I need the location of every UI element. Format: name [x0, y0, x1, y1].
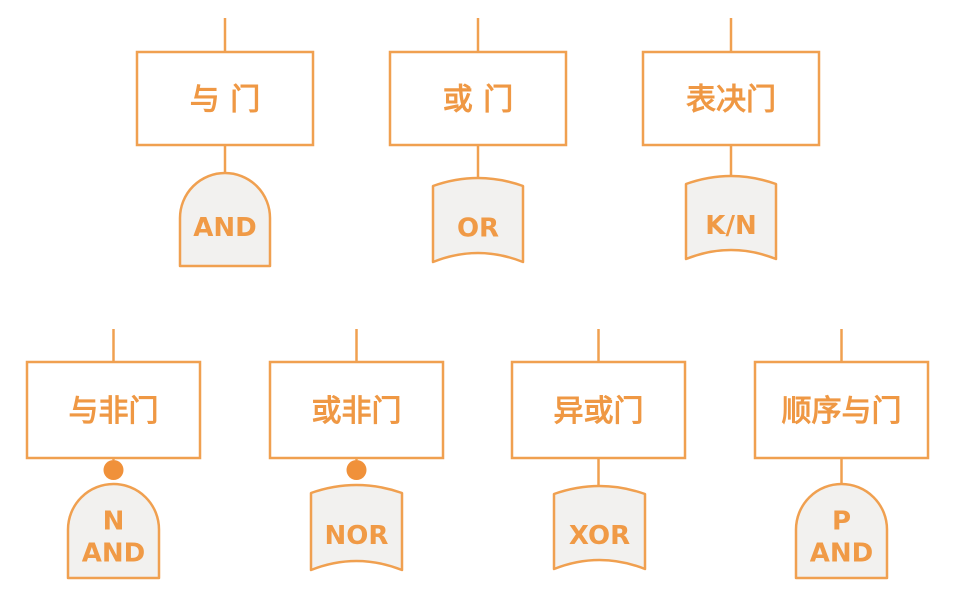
gate-symbol-label: AND: [810, 539, 873, 569]
event-box: [388, 50, 568, 147]
gate-name-label: 表决门: [686, 83, 776, 118]
event-box: [753, 360, 930, 460]
inversion-dot: [346, 460, 367, 480]
gate-name-label: 或非门: [312, 394, 402, 429]
event-box: [25, 360, 202, 460]
gate-symbol-label: XOR: [569, 521, 630, 551]
gate-symbol-or: [431, 176, 525, 264]
gate-symbol-label: OR: [457, 214, 499, 244]
gate-name-label: 异或门: [554, 394, 644, 429]
event-box: [641, 50, 821, 147]
gate-symbol-label: NOR: [325, 521, 389, 551]
gate-symbol-or: [309, 483, 404, 572]
gate-symbol-label: N: [103, 507, 125, 537]
gate-voting: 表决门 K/N: [641, 18, 821, 261]
gate-name-label: 或 门: [443, 83, 513, 118]
gate-name-label: 与 门: [190, 83, 260, 118]
gate-nor: 或非门 NOR: [268, 329, 445, 572]
gate-name-label: 顺序与门: [782, 394, 902, 429]
gate-symbol-or: [684, 174, 778, 261]
gate-xor: 异或门 XOR: [510, 329, 687, 571]
event-box: [268, 360, 445, 460]
gate-and: 与 门 AND: [135, 18, 315, 268]
gate-symbol-and: [178, 171, 272, 268]
gate-symbol-label: P: [832, 507, 851, 537]
event-box: [510, 360, 687, 460]
gate-symbol-label: K/N: [705, 211, 756, 241]
gate-symbol-label: AND: [193, 213, 256, 243]
gate-symbol-and: [66, 482, 161, 580]
gate-symbol-label: AND: [82, 539, 145, 569]
gate-name-label: 与非门: [69, 394, 159, 429]
gate-symbol-or: [552, 484, 647, 571]
inversion-dot: [103, 460, 124, 480]
gate-or: 或 门 OR: [388, 18, 568, 264]
gate-symbol-and: [794, 482, 889, 580]
